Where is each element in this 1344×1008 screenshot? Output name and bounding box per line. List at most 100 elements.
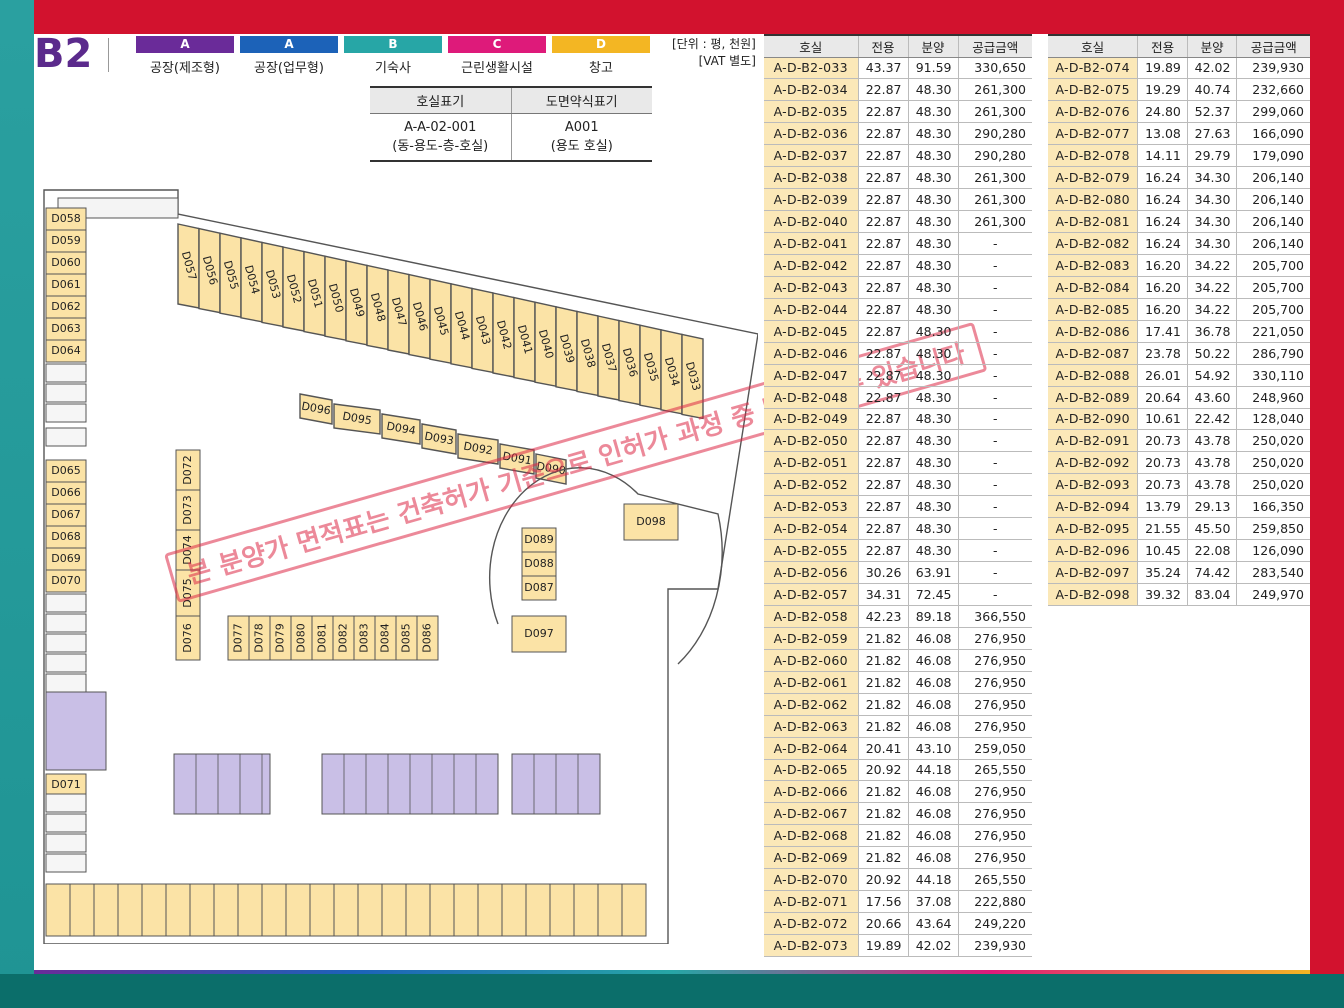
sale-area-cell: 48.30 — [907, 298, 958, 321]
exclusive-area-cell: 22.87 — [857, 122, 908, 146]
sale-area-cell: 48.30 — [907, 386, 958, 409]
sale-area-cell: 48.30 — [907, 276, 958, 299]
sale-area-cell: 50.22 — [1186, 342, 1237, 365]
exclusive-area-cell: 21.82 — [857, 693, 908, 716]
sale-area-cell: 43.64 — [907, 912, 958, 935]
storage-unit — [333, 883, 359, 937]
price-cell: 206,140 — [1236, 188, 1310, 212]
service-room — [45, 673, 87, 693]
room-cell: A-D-B2-039 — [764, 188, 858, 212]
price-cell: 276,950 — [957, 693, 1032, 716]
room-cell: A-D-B2-095 — [1048, 517, 1138, 541]
exclusive-area-cell: 22.87 — [857, 232, 908, 255]
room-cell: A-D-B2-077 — [1048, 122, 1138, 146]
unit-label: D096 — [300, 400, 331, 418]
room-cell: A-D-B2-090 — [1048, 408, 1138, 431]
exclusive-area-cell: 21.55 — [1137, 517, 1188, 541]
sale-area-cell: 63.91 — [907, 561, 958, 584]
storage-unit — [681, 333, 704, 420]
unit-label: D066 — [51, 486, 80, 499]
exclusive-area-cell: 21.82 — [857, 649, 908, 672]
price-cell: 166,350 — [1236, 495, 1310, 519]
price-cell: 276,950 — [957, 627, 1032, 650]
service-room — [45, 833, 87, 853]
room-cell: A-D-B2-097 — [1048, 561, 1138, 584]
sale-area-cell: 46.08 — [907, 846, 958, 870]
storage-unit — [93, 883, 119, 937]
sale-area-cell: 48.30 — [907, 166, 958, 190]
unit-label: D065 — [51, 464, 80, 477]
room-cell: A-D-B2-034 — [764, 78, 858, 102]
room-cell: A-D-B2-060 — [764, 649, 858, 672]
service-room — [45, 853, 87, 873]
service-room — [45, 653, 87, 673]
sale-area-cell: 46.08 — [907, 693, 958, 716]
unit-label: D059 — [51, 234, 80, 247]
room-cell: A-D-B2-082 — [1048, 232, 1138, 255]
price-cell: 249,970 — [1236, 583, 1310, 606]
sale-area-cell: 48.30 — [907, 144, 958, 168]
room-cell: A-D-B2-057 — [764, 583, 858, 606]
sale-area-cell: 83.04 — [1186, 583, 1237, 606]
legend-name: 창고 — [589, 61, 613, 76]
frame-right — [1310, 0, 1344, 1008]
sale-area-cell: 42.02 — [1186, 57, 1237, 80]
sale-area-cell: 48.30 — [907, 495, 958, 519]
header-exclusive: 전용 — [857, 34, 908, 58]
room-cell: A-D-B2-062 — [764, 693, 858, 716]
factory-unit — [45, 691, 107, 771]
exclusive-area-cell: 22.87 — [857, 144, 908, 168]
room-cell: A-D-B2-065 — [764, 759, 858, 782]
ramp-curve — [489, 467, 723, 665]
sale-area-cell: 34.22 — [1186, 298, 1237, 321]
price-cell: - — [957, 298, 1032, 321]
sale-area-cell: 48.30 — [907, 188, 958, 212]
room-cell: A-D-B2-088 — [1048, 364, 1138, 387]
exclusive-area-cell: 21.82 — [857, 780, 908, 804]
unit-label: D091 — [501, 450, 532, 468]
price-cell: - — [957, 561, 1032, 584]
exclusive-area-cell: 22.87 — [857, 298, 908, 321]
exclusive-area-cell: 22.87 — [857, 276, 908, 299]
sale-area-cell: 22.08 — [1186, 539, 1237, 563]
sale-area-cell: 48.30 — [907, 254, 958, 277]
room-cell: A-D-B2-054 — [764, 517, 858, 541]
exclusive-area-cell: 26.01 — [1137, 364, 1188, 387]
price-cell: - — [957, 320, 1032, 343]
unit-label: D095 — [341, 410, 372, 428]
exclusive-area-cell: 22.87 — [857, 364, 908, 387]
storage-unit — [175, 615, 201, 661]
sale-area-cell: 46.08 — [907, 715, 958, 738]
sale-area-cell: 54.92 — [1186, 364, 1237, 387]
room-cell: A-D-B2-079 — [1048, 166, 1138, 190]
room-cell: A-D-B2-084 — [1048, 276, 1138, 299]
exclusive-area-cell: 22.87 — [857, 386, 908, 409]
price-cell: - — [957, 583, 1032, 606]
price-cell: 283,540 — [1236, 561, 1310, 584]
sale-area-cell: 43.78 — [1186, 451, 1237, 475]
price-cell: - — [957, 429, 1032, 453]
unit-label: D089 — [524, 533, 553, 546]
room-cell: A-D-B2-096 — [1048, 539, 1138, 563]
price-cell: 276,950 — [957, 824, 1032, 848]
header-price: 공급금액 — [1236, 34, 1310, 58]
